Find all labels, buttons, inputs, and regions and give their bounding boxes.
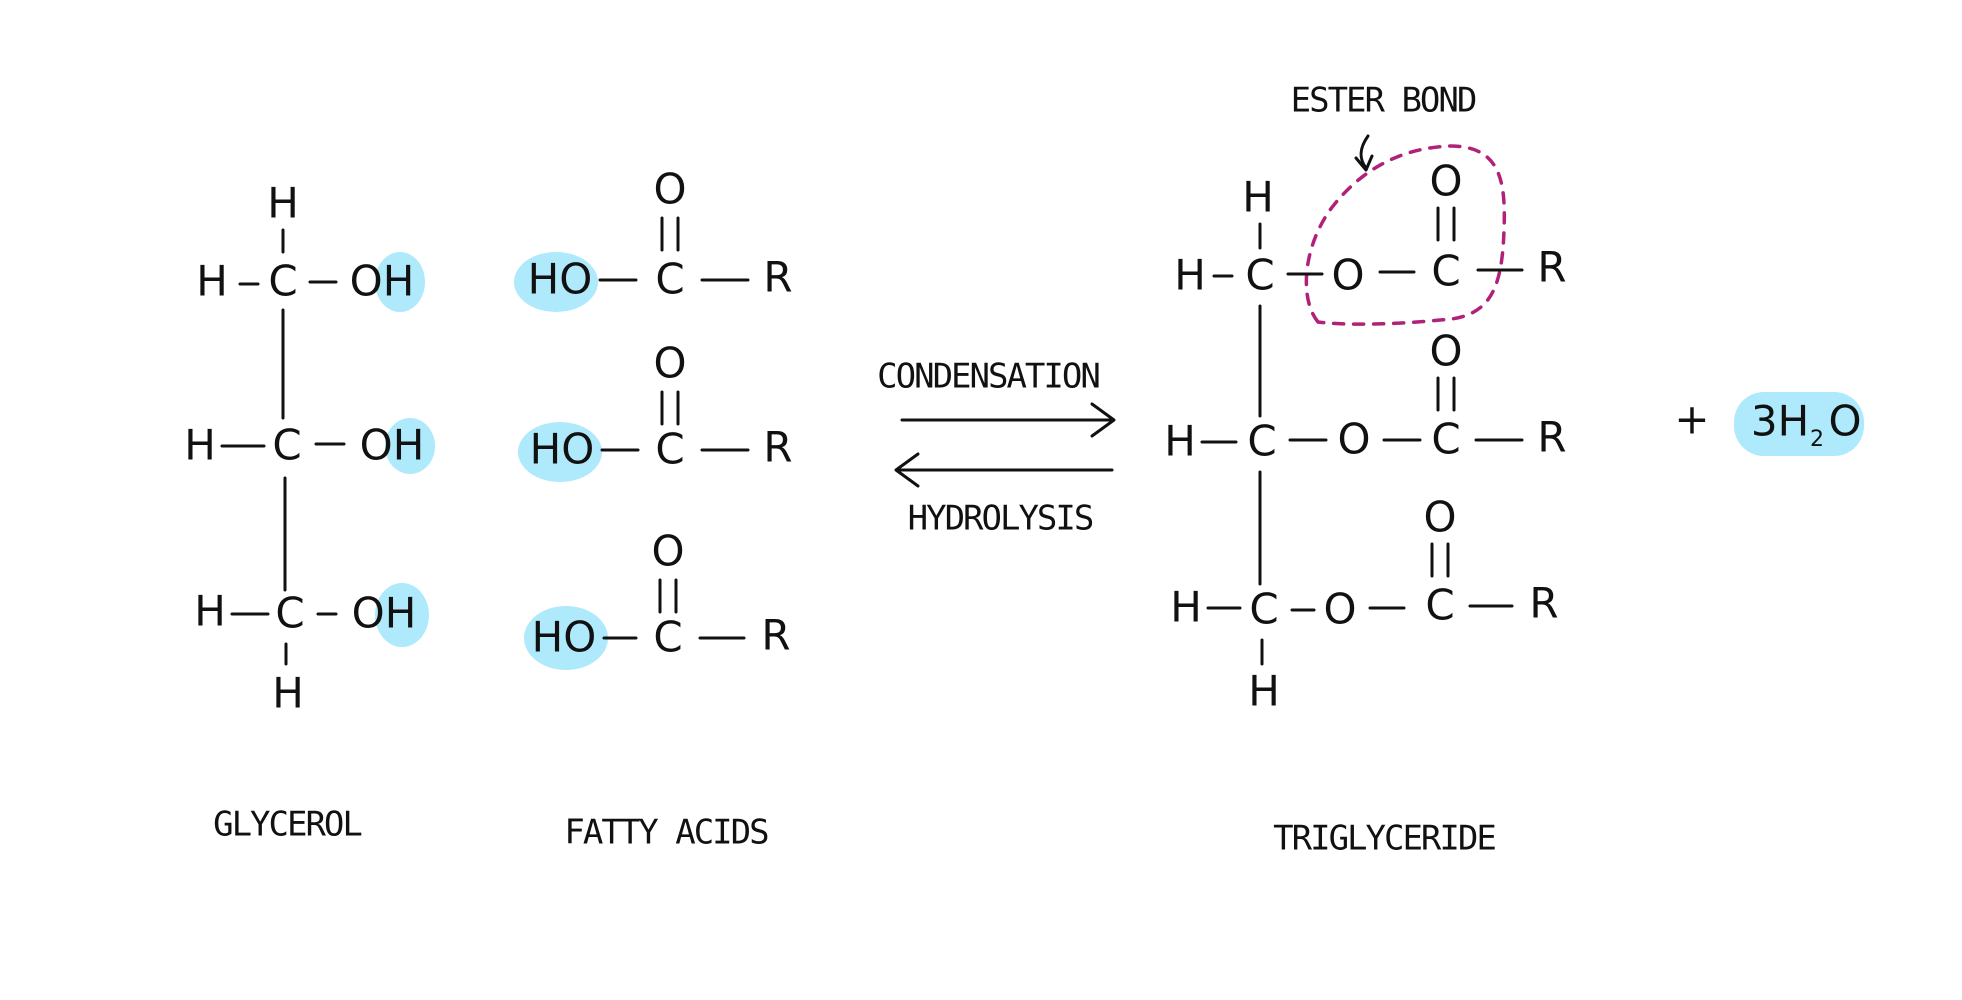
triglyceride-carbonyl-o-1: O (1429, 157, 1462, 206)
ester-bond-label: ESTER BOND (1291, 81, 1476, 121)
triglyceride-r-1: R (1537, 243, 1566, 292)
equilibrium-arrows: CONDENSATION HYDROLYSIS (877, 357, 1116, 539)
glycerol-oh-highlight-1 (375, 252, 425, 312)
condensation-label: CONDENSATION (877, 357, 1099, 397)
reverse-arrowhead (894, 452, 920, 488)
fatty-acid-ho-highlight-1 (514, 252, 598, 312)
triglyceride-r-2: R (1537, 413, 1566, 462)
triglyceride-o-2: O (1337, 415, 1370, 464)
ester-bond-pointer-head (1354, 154, 1374, 172)
fatty-acid-ho-highlight-3 (524, 606, 608, 670)
glycerol-oh-highlight-3 (375, 583, 429, 647)
triglyceride-ester-c-3: C (1425, 581, 1454, 630)
fatty-acid-r-3: R (761, 611, 790, 660)
triglyceride-bottom-h: H (1248, 667, 1280, 716)
triglyceride-carbonyl-o-3: O (1423, 493, 1456, 542)
glycerol-bottom-h: H (272, 669, 304, 718)
triglyceride-ester-c-1: C (1431, 247, 1460, 296)
fatty-acid-c-2: C (655, 425, 684, 474)
triglyceride-label: TRIGLYCERIDE (1273, 819, 1495, 859)
glycerol-h-1: H (196, 257, 228, 306)
fatty-acid-ho-3: HO (532, 613, 597, 662)
fatty-acid-carbonyl-o-2: O (653, 339, 686, 388)
glycerol-oh-1: OH (350, 257, 415, 306)
fatty-acid-ho-2: HO (530, 425, 595, 474)
ester-bond-pointer (1359, 134, 1370, 170)
fatty-acids-label: FATTY ACIDS (564, 813, 768, 853)
triglyceride-c-2: C (1247, 417, 1276, 466)
glycerol-top-h: H (267, 179, 299, 228)
hydrolysis-label: HYDROLYSIS (908, 499, 1093, 539)
triglyceride-h-2: H (1164, 417, 1196, 466)
triglyceride-carbonyl-o-2: O (1429, 327, 1462, 376)
glycerol-oh-3: OH (352, 589, 417, 638)
triglyceride-top-h: H (1242, 173, 1274, 222)
triglyceride-c-3: C (1249, 585, 1278, 634)
triglyceride-c-1: C (1245, 251, 1274, 300)
ester-bond-outline (1304, 144, 1507, 326)
triglyceride-o-1: O (1331, 251, 1364, 300)
fatty-acid-carbonyl-o-1: O (653, 165, 686, 214)
glycerol-oh-highlight-2 (385, 418, 435, 474)
forward-arrowhead (1090, 402, 1116, 438)
glycerol-c-2: C (272, 421, 301, 470)
triglyceride-h-1: H (1174, 251, 1206, 300)
plus-sign: + (1674, 395, 1709, 444)
glycerol-oh-2: OH (360, 421, 425, 470)
water-subscript: 2 (1810, 427, 1824, 452)
fatty-acid-r-1: R (763, 253, 792, 302)
glycerol-h-3: H (194, 587, 226, 636)
fatty-acid-carbonyl-o-3: O (651, 527, 684, 576)
triglyceride-ester-c-2: C (1431, 415, 1460, 464)
glycerol-c-3: C (275, 589, 304, 638)
fatty-acid-r-2: R (763, 423, 792, 472)
triglyceride-o-3: O (1323, 585, 1356, 634)
fatty-acid-c-3: C (653, 613, 682, 662)
fatty-acid-ho-1: HO (528, 255, 593, 304)
water-product: + 3H 2 O (1674, 392, 1864, 456)
water-highlight (1734, 392, 1864, 456)
fatty-acid-ho-highlight-2 (518, 422, 602, 482)
glycerol-c-1: C (268, 257, 297, 306)
fatty-acids-structure: O HO C R O HO C R O HO C R FATTY ACIDS (514, 165, 793, 853)
fatty-acid-c-1: C (655, 255, 684, 304)
triglyceride-h-3: H (1170, 583, 1202, 632)
triglyceride-structure: ESTER BOND H H C O C R O H C O C R O (1164, 81, 1566, 859)
water-coefficient-h: 3H (1751, 397, 1809, 446)
glycerol-h-2: H (184, 421, 216, 470)
glycerol-structure: H H C OH H C OH H C OH H GLYCEROL (184, 179, 435, 845)
water-oxygen: O (1828, 397, 1861, 446)
glycerol-label: GLYCEROL (213, 805, 361, 845)
triglyceride-r-3: R (1529, 579, 1558, 628)
